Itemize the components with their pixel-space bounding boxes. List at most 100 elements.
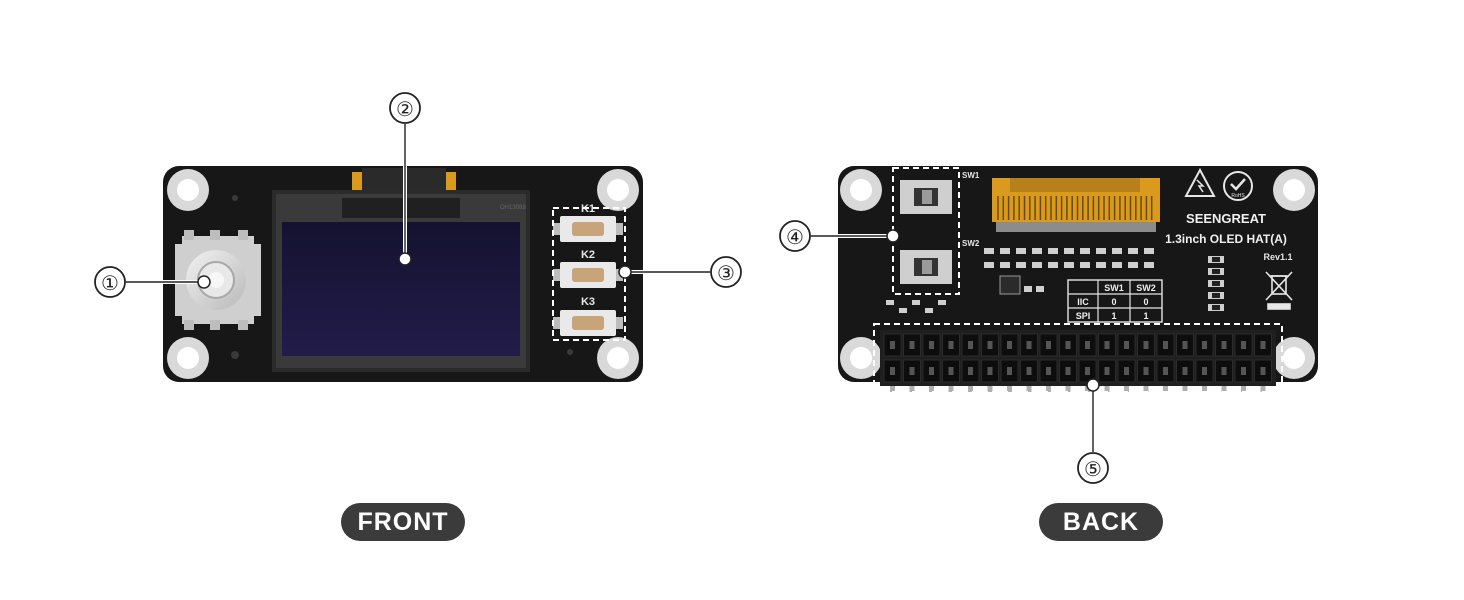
header-pin-hole xyxy=(1182,341,1188,349)
header-pin-tail xyxy=(968,386,973,392)
header-pin-hole xyxy=(1124,367,1129,375)
header-pin-hole xyxy=(1260,367,1266,375)
smd-part xyxy=(1000,248,1010,254)
header-pin-tail xyxy=(1202,386,1207,392)
header-pin-hole xyxy=(1182,367,1188,375)
weee-bin-icon xyxy=(1265,271,1293,310)
header-pin-hole xyxy=(890,341,895,349)
smd-part xyxy=(1096,262,1106,268)
header-pin-hole xyxy=(1046,341,1051,349)
key-k3: K3 xyxy=(553,296,623,336)
mount-hole-icon xyxy=(1273,169,1315,211)
header-pin-hole xyxy=(1202,367,1207,375)
key-label: K3 xyxy=(581,296,595,308)
header-pin-tail xyxy=(1065,386,1071,392)
esd-warning-icon xyxy=(1184,167,1216,197)
header-pin-tail xyxy=(1124,386,1129,392)
back-label: BACK xyxy=(1039,503,1163,541)
joystick-icon xyxy=(175,230,261,330)
config-table: SW1 SW2 IIC 0 0 SPI 1 1 xyxy=(1067,279,1163,323)
brand-name: SEENGREAT xyxy=(1186,211,1266,226)
header-pin-hole xyxy=(1163,341,1168,349)
header-highlight-box xyxy=(873,323,1283,393)
header-pin-hole xyxy=(1065,367,1071,375)
switch-label: SW1 xyxy=(962,171,980,180)
callout-number: ② xyxy=(396,97,414,121)
header-pin-tail xyxy=(948,386,954,392)
table-cell: 1 xyxy=(1143,311,1148,321)
table-cell: IIC xyxy=(1077,297,1089,307)
smd-part xyxy=(1016,262,1026,268)
fpc-connector xyxy=(992,178,1160,232)
mount-hole-icon xyxy=(167,337,209,379)
slide-switch-sw1: SW1 xyxy=(900,171,980,214)
header-pin-hole xyxy=(1026,341,1032,349)
smd-part xyxy=(1096,248,1106,254)
header-pin-hole xyxy=(929,341,934,349)
header-pin-tail xyxy=(1260,386,1266,392)
rohs-text: RoHS xyxy=(1231,193,1245,199)
smd-part xyxy=(1080,262,1090,268)
smd-part xyxy=(1144,248,1154,254)
header-pin-hole xyxy=(1241,341,1246,349)
callout-3: ③ xyxy=(618,256,742,288)
header-pin-tail xyxy=(1026,386,1032,392)
smd-part xyxy=(886,300,894,305)
callout-number: ④ xyxy=(786,225,804,249)
header-pin-tail xyxy=(1163,386,1168,392)
callout-2: ② xyxy=(389,92,421,266)
smd-part xyxy=(1112,248,1122,254)
smd-part xyxy=(1128,248,1138,254)
revision: Rev1.1 xyxy=(1263,252,1292,262)
smd-part xyxy=(984,248,994,254)
header-pin-hole xyxy=(968,341,973,349)
header-pin-hole xyxy=(1085,341,1090,349)
header-pin-tail xyxy=(1143,386,1149,392)
header-pin-tail xyxy=(1085,386,1090,392)
key-k2: K2 xyxy=(553,249,623,288)
table-cell: 0 xyxy=(1111,297,1116,307)
header-pin-hole xyxy=(1104,341,1110,349)
mount-hole-icon xyxy=(840,337,882,379)
header-pin-hole xyxy=(948,341,954,349)
smd-components xyxy=(886,248,1154,313)
header-pin-tail xyxy=(1241,386,1246,392)
smd-part xyxy=(1048,248,1058,254)
header-pin-hole xyxy=(1260,341,1266,349)
header-pin-hole xyxy=(909,341,915,349)
smd-part xyxy=(938,300,946,305)
header-pin-hole xyxy=(1026,367,1032,375)
callout-number: ③ xyxy=(717,261,735,285)
table-header: SW2 xyxy=(1136,283,1156,293)
header-pin-hole xyxy=(987,341,993,349)
smd-part xyxy=(1016,248,1026,254)
smd-part xyxy=(1000,262,1010,268)
header-pin-tail xyxy=(1104,386,1110,392)
header-pin-hole xyxy=(1221,341,1227,349)
slide-switch-sw2: SW2 xyxy=(900,239,980,284)
table-cell: 0 xyxy=(1143,297,1148,307)
smd-part xyxy=(1064,248,1074,254)
header-pin-tail xyxy=(909,386,915,392)
oled-display: OH13088 xyxy=(272,190,530,372)
callout-number: ① xyxy=(101,271,119,295)
header-pin-hole xyxy=(909,367,915,375)
header-pin-hole xyxy=(1124,341,1129,349)
smd-part xyxy=(925,308,933,313)
header-pin-tail xyxy=(929,386,934,392)
header-pin-hole xyxy=(1143,341,1149,349)
switch-label: SW2 xyxy=(962,239,980,248)
header-pin-tail xyxy=(1182,386,1188,392)
smd-part xyxy=(1080,248,1090,254)
mount-hole-icon xyxy=(597,337,639,379)
mount-hole-icon xyxy=(167,169,209,211)
mount-hole-icon xyxy=(597,169,639,211)
ic-chip xyxy=(999,275,1021,295)
header-pin-hole xyxy=(890,367,895,375)
keys-highlight-box xyxy=(552,207,626,341)
callout-4: ④ xyxy=(779,220,900,252)
header-pin-hole xyxy=(1046,367,1051,375)
key-label: K2 xyxy=(581,249,595,261)
table-header: SW1 xyxy=(1104,283,1124,293)
header-pin-tail xyxy=(1046,386,1051,392)
